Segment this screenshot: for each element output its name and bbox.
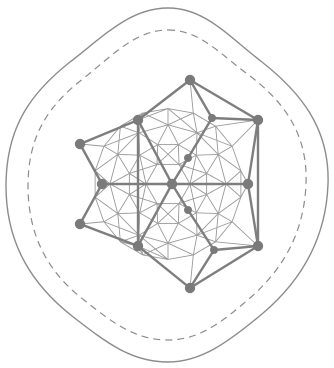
web-edge-72 bbox=[207, 184, 226, 195]
web-edge-102 bbox=[193, 235, 197, 255]
web-edge-20 bbox=[168, 235, 197, 243]
web-edge-74 bbox=[196, 213, 218, 214]
node-ir1 bbox=[208, 114, 216, 122]
web-edge-147 bbox=[216, 120, 258, 126]
node-bl bbox=[133, 241, 143, 251]
node-center bbox=[167, 179, 177, 189]
web-edge-91 bbox=[168, 125, 178, 145]
web-edge-48 bbox=[190, 184, 207, 195]
node-rc bbox=[243, 179, 253, 189]
web-edge-33 bbox=[168, 255, 193, 260]
web-edge-128 bbox=[218, 146, 232, 154]
web-edge-66 bbox=[178, 145, 179, 165]
strong-edge-15 bbox=[212, 118, 258, 120]
web-edge-90 bbox=[158, 125, 168, 145]
node-ir2 bbox=[210, 246, 218, 254]
strong-edge-0 bbox=[138, 80, 190, 120]
web-edge-103 bbox=[168, 243, 193, 255]
web-edge-19 bbox=[197, 214, 218, 236]
node-br bbox=[253, 241, 263, 251]
web-edge-98 bbox=[218, 214, 232, 222]
web-edge-94 bbox=[196, 154, 218, 155]
web-edge-87 bbox=[118, 154, 130, 173]
web-edge-52 bbox=[178, 203, 179, 223]
web-edge-79 bbox=[158, 223, 168, 243]
strong-edge-10 bbox=[138, 120, 172, 184]
web-edge-43 bbox=[168, 109, 193, 114]
web-edge-76 bbox=[178, 223, 197, 235]
node-bottom bbox=[185, 283, 195, 293]
web-edge-96 bbox=[226, 184, 241, 197]
node-lc bbox=[97, 179, 107, 189]
strong-edge-4 bbox=[190, 246, 258, 288]
web-edge-75 bbox=[207, 195, 219, 214]
strong-edge-3 bbox=[248, 184, 258, 246]
node-ur bbox=[253, 115, 263, 125]
web-edge-130 bbox=[226, 171, 241, 184]
web-edge-116 bbox=[104, 146, 118, 154]
web-edge-70 bbox=[190, 173, 207, 184]
strong-edge-7 bbox=[80, 184, 102, 224]
web-edge-110 bbox=[104, 214, 118, 222]
web-edge-22 bbox=[118, 214, 139, 236]
web-edge-95 bbox=[207, 154, 219, 173]
web-edge-84 bbox=[110, 173, 129, 184]
web-edge-92 bbox=[178, 133, 197, 145]
web-edge-134 bbox=[216, 242, 258, 246]
node-ll bbox=[75, 139, 85, 149]
node-lll bbox=[75, 219, 85, 229]
strong-edge-8 bbox=[80, 144, 102, 184]
web-edge-56 bbox=[140, 203, 157, 212]
web-edge-86 bbox=[118, 154, 140, 155]
web-edge-85 bbox=[110, 184, 129, 195]
strong-edge-5 bbox=[138, 246, 190, 288]
strong-edge-2 bbox=[248, 120, 258, 184]
node-top bbox=[185, 75, 195, 85]
node-ic2 bbox=[184, 206, 192, 214]
node-ic1 bbox=[184, 154, 192, 162]
web-edge-78 bbox=[168, 223, 178, 243]
web-edge-73 bbox=[207, 173, 226, 184]
web-edge-62 bbox=[140, 155, 157, 164]
web-edge-82 bbox=[118, 213, 140, 214]
web-edge-25 bbox=[118, 133, 139, 155]
node-ul bbox=[133, 115, 143, 125]
web-edge-125 bbox=[168, 113, 193, 125]
strong-edge-16 bbox=[188, 118, 212, 158]
web-edge-83 bbox=[118, 195, 130, 214]
